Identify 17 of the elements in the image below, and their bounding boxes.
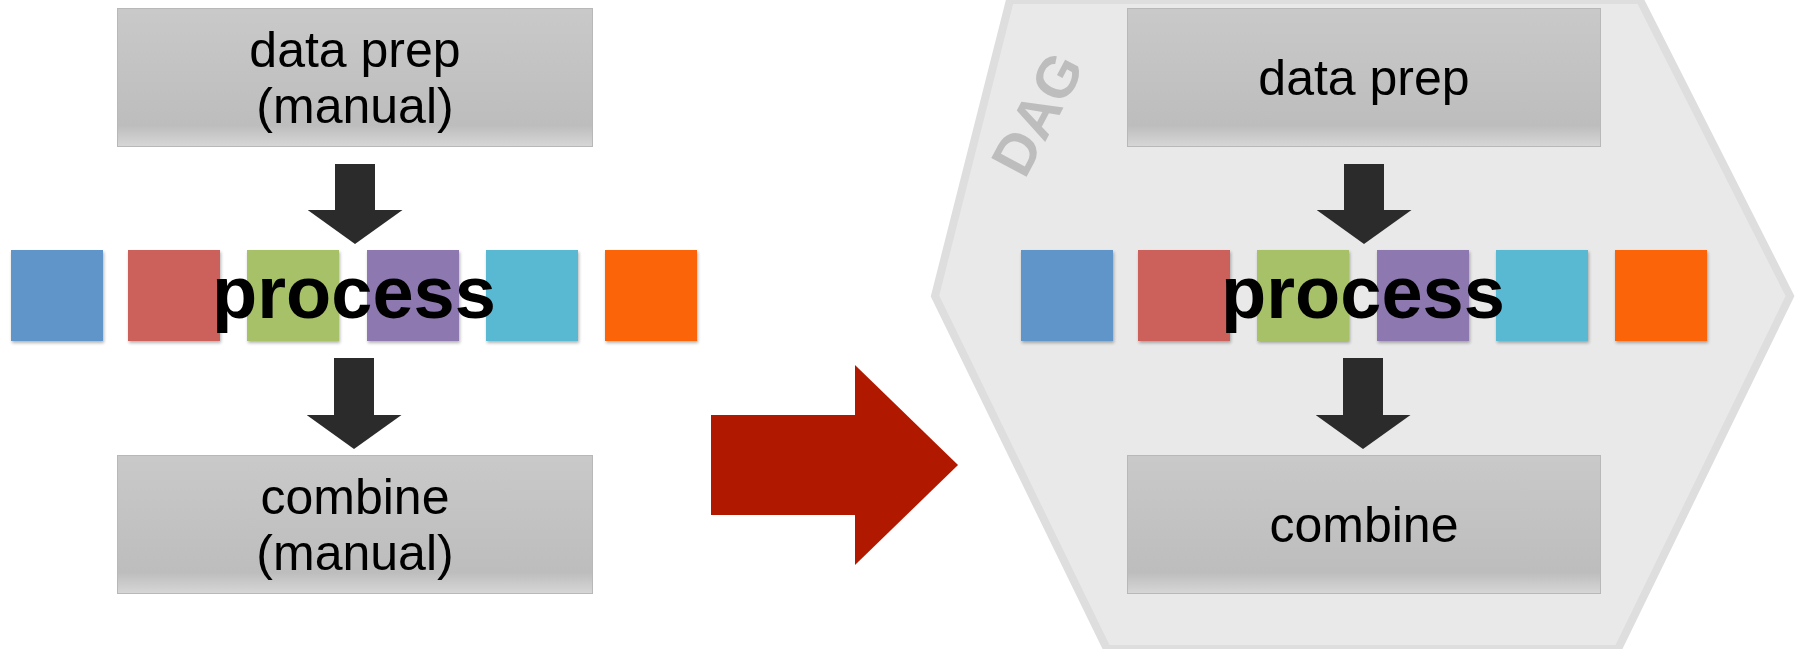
large-arrow xyxy=(711,365,958,565)
step-label: data prep xyxy=(1257,49,1471,106)
down-arrow xyxy=(1316,164,1412,244)
color-square xyxy=(605,250,697,341)
down-arrow xyxy=(306,358,402,449)
step-box xyxy=(117,8,593,147)
color-square xyxy=(11,250,103,341)
color-square xyxy=(1021,250,1113,341)
color-square xyxy=(1615,250,1707,341)
step-box xyxy=(1127,8,1601,147)
step-label: data prep (manual) xyxy=(248,21,462,134)
step-box xyxy=(117,455,593,594)
step-label: combine (manual) xyxy=(255,468,455,581)
down-arrow xyxy=(1315,358,1411,449)
down-arrow xyxy=(307,164,403,244)
step-box xyxy=(1127,455,1601,594)
step-label: combine xyxy=(1268,496,1460,553)
